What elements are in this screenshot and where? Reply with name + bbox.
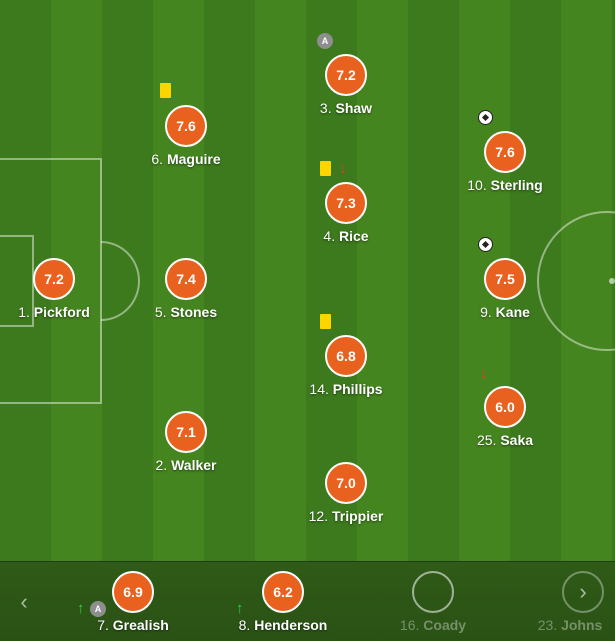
assist-badge-icon: A <box>317 33 333 49</box>
bench-player-coady[interactable]: 16. Coady <box>373 571 493 641</box>
player-number: 14. <box>309 381 329 397</box>
player-rating: 6.0 <box>484 386 526 428</box>
player-name: Walker <box>171 457 217 473</box>
player-rating: 6.9 <box>112 571 154 613</box>
yellow-card-icon <box>320 161 331 176</box>
player-number: 10. <box>467 177 487 193</box>
yellow-card-icon <box>320 314 331 329</box>
player-number: 2. <box>155 457 168 473</box>
player-number: 1. <box>18 304 30 320</box>
substitutes-bench: ‹ ↑ A 6.9 7. Grealish ↑ 6.2 8. Henderson… <box>0 561 615 641</box>
bench-player-henderson[interactable]: 6.2 8. Henderson <box>223 571 343 641</box>
player-name: Shaw <box>335 100 373 116</box>
assist-badge-icon: A <box>90 601 106 617</box>
player-number: 6. <box>151 151 164 167</box>
player-name: Pickford <box>33 304 90 320</box>
football-icon <box>478 237 493 252</box>
player-kane[interactable]: 7.5 9. Kane <box>445 258 565 328</box>
player-name: Saka <box>500 432 534 448</box>
player-name: Phillips <box>332 381 383 397</box>
arrow-up-icon: ↑ <box>77 600 85 617</box>
player-rice[interactable]: 7.3 4. Rice <box>286 182 406 252</box>
player-number: 7. <box>97 617 109 633</box>
player-rating: 7.2 <box>33 258 75 300</box>
player-trippier[interactable]: 7.0 12. Trippier <box>286 462 406 532</box>
player-rating: 7.0 <box>325 462 367 504</box>
player-name: Kane <box>495 304 530 320</box>
player-rating: 7.3 <box>325 182 367 224</box>
player-number: 25. <box>476 432 497 448</box>
player-number: 12. <box>308 508 329 524</box>
player-stones[interactable]: 7.4 5. Stones <box>126 258 246 328</box>
bench-player-grealish[interactable]: 6.9 7. Grealish <box>73 571 193 641</box>
player-name: Maguire <box>166 151 221 167</box>
player-number: 4. <box>323 228 336 244</box>
bench-player-johnstone[interactable]: 23. Johns <box>510 571 615 641</box>
player-number: 16. <box>399 617 420 633</box>
player-rating: 7.1 <box>165 411 207 453</box>
player-number: 8. <box>238 617 251 633</box>
player-number: 5. <box>154 304 167 320</box>
player-rating: 7.6 <box>165 105 207 147</box>
player-name: Rice <box>339 228 369 244</box>
player-saka[interactable]: 6.0 25. Saka <box>445 386 565 456</box>
arrow-up-icon: ↑ <box>236 600 244 617</box>
unused-sub-circle <box>412 571 454 613</box>
player-rating: 6.2 <box>262 571 304 613</box>
arrow-down-icon: ↓ <box>339 160 347 177</box>
pitch: 7.2 1. Pickford 7.6 6. Maguire 7.4 5. St… <box>0 0 615 561</box>
chevron-right-icon[interactable]: › <box>562 571 604 613</box>
player-rating: 7.6 <box>484 131 526 173</box>
player-maguire[interactable]: 7.6 6. Maguire <box>126 105 246 175</box>
player-rating: 7.5 <box>484 258 526 300</box>
player-phillips[interactable]: 6.8 14. Phillips <box>286 335 406 405</box>
player-sterling[interactable]: 7.6 10. Sterling <box>445 131 565 201</box>
player-number: 9. <box>480 304 492 320</box>
player-number: 23. <box>537 617 558 633</box>
player-name: Trippier <box>332 508 384 524</box>
player-name: Johns <box>561 617 603 633</box>
player-rating: 6.8 <box>325 335 367 377</box>
football-icon <box>478 110 493 125</box>
yellow-card-icon <box>160 83 171 98</box>
player-shaw[interactable]: 7.2 3. Shaw <box>286 54 406 124</box>
player-number: 3. <box>319 100 332 116</box>
player-name: Sterling <box>490 177 543 193</box>
player-name: Grealish <box>112 617 169 633</box>
player-name: Henderson <box>254 617 328 633</box>
player-name: Coady <box>423 617 467 633</box>
chevron-left-icon[interactable]: ‹ <box>20 589 28 614</box>
player-walker[interactable]: 7.1 2. Walker <box>126 411 246 481</box>
player-rating: 7.4 <box>165 258 207 300</box>
player-pickford[interactable]: 7.2 1. Pickford <box>0 258 114 328</box>
player-name: Stones <box>170 304 218 320</box>
arrow-down-icon: ↓ <box>480 365 488 382</box>
center-spot <box>609 278 615 284</box>
player-rating: 7.2 <box>325 54 367 96</box>
